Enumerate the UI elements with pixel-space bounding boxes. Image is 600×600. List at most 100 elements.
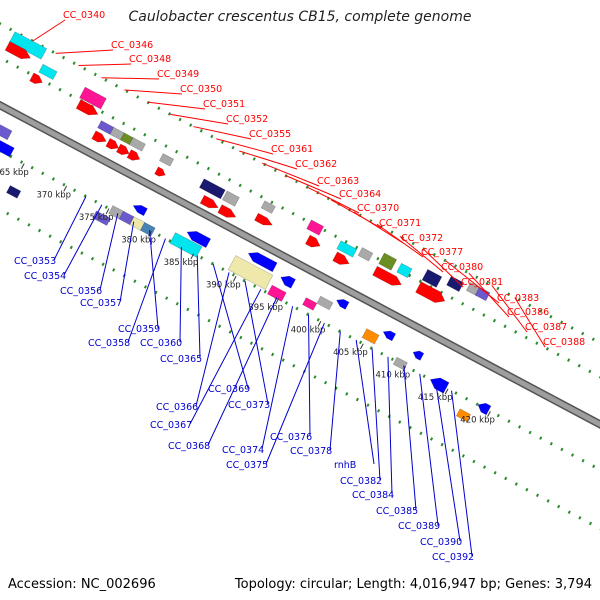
reverse-gene-label: CC_0367 xyxy=(150,420,192,431)
gene-feature xyxy=(29,72,43,84)
reverse-gene-label: CC_0392 xyxy=(432,552,474,563)
reverse-gene-label: CC_0366 xyxy=(156,402,198,413)
reverse-gene-label: CC_0390 xyxy=(420,537,462,548)
tick-label: 395 kbp xyxy=(248,303,283,313)
tick-label: 370 kbp xyxy=(36,190,71,200)
forward-leader xyxy=(422,248,464,288)
guide-line xyxy=(0,56,600,379)
reverse-leader xyxy=(244,280,269,405)
forward-leader xyxy=(491,284,528,333)
gene-feature xyxy=(199,194,219,209)
forward-gene-label: CC_0340 xyxy=(63,10,105,21)
reverse-gene-label: CC_0374 xyxy=(222,445,264,456)
gene-feature xyxy=(357,247,374,262)
forward-leader xyxy=(78,63,132,67)
tick-mark xyxy=(63,185,68,192)
gene-feature xyxy=(361,328,380,345)
reverse-leader xyxy=(387,356,393,495)
gene-feature xyxy=(392,356,408,371)
gene-feature xyxy=(0,140,15,158)
genome-title: Caulobacter crescentus CB15, complete ge… xyxy=(128,9,472,25)
forward-leader xyxy=(32,19,66,42)
forward-gene-label: CC_0361 xyxy=(271,144,313,155)
gene-feature xyxy=(154,166,166,177)
forward-gene-label: CC_0362 xyxy=(295,159,337,170)
forward-gene-label: CC_0383 xyxy=(497,293,539,304)
forward-leader xyxy=(101,77,160,80)
reverse-gene-label: CC_0365 xyxy=(160,354,202,365)
tick-mark xyxy=(487,411,491,417)
gene-feature xyxy=(260,200,276,214)
forward-gene-label: CC_0355 xyxy=(249,129,291,140)
forward-leader xyxy=(376,223,424,258)
reverse-leader xyxy=(119,221,135,303)
tick-label: 420 kbp xyxy=(460,416,495,426)
tick-label: 415 kbp xyxy=(418,393,453,403)
tick-label: 410 kbp xyxy=(376,371,411,381)
gene-feature xyxy=(116,143,130,156)
forward-leader xyxy=(239,150,298,170)
tick-mark xyxy=(317,320,322,327)
forward-gene-label: CC_0370 xyxy=(357,203,399,214)
topology-text: Topology: circular; Length: 4,016,947 bp… xyxy=(234,577,592,592)
forward-gene-label: CC_0363 xyxy=(317,176,359,187)
reverse-gene-label: CC_0358 xyxy=(88,338,130,349)
reverse-gene-label: CC_0382 xyxy=(340,476,382,487)
guide-line xyxy=(0,207,600,531)
gene-feature xyxy=(227,255,274,290)
gene-feature xyxy=(8,31,48,60)
tick-mark xyxy=(275,298,279,305)
gene-feature xyxy=(247,252,278,273)
gene-feature xyxy=(267,284,287,302)
reverse-gene-label: CC_0354 xyxy=(24,271,66,282)
forward-gene-label: CC_0381 xyxy=(461,277,503,288)
tick-label: 405 kbp xyxy=(333,348,368,358)
tick-label: 365 kbp xyxy=(0,168,29,178)
gene-feature xyxy=(38,63,58,81)
reverse-gene-label: CC_0378 xyxy=(290,446,332,457)
gene-feature xyxy=(455,408,472,422)
reverse-gene-label: CC_0375 xyxy=(226,460,268,471)
forward-leader xyxy=(514,297,546,348)
gene-feature xyxy=(378,252,398,271)
gene-feature xyxy=(336,240,358,258)
gene-feature xyxy=(198,178,226,200)
accession-text: Accession: NC_002696 xyxy=(8,577,156,592)
gene-feature xyxy=(421,268,443,288)
gene-feature xyxy=(132,205,148,217)
guide-lines xyxy=(0,22,600,531)
forward-leader xyxy=(147,101,206,110)
gene-feature xyxy=(302,297,318,311)
reverse-leader xyxy=(127,238,166,343)
reverse-leader xyxy=(329,331,341,451)
tick-label: 375 kbp xyxy=(79,213,114,223)
reverse-gene-label: CC_0384 xyxy=(352,490,394,501)
reverse-leader xyxy=(403,365,417,511)
forward-leader xyxy=(193,126,252,140)
reverse-leader xyxy=(371,348,381,481)
tick-mark xyxy=(359,343,364,350)
forward-gene-label: CC_0352 xyxy=(226,114,268,125)
tick-mark xyxy=(190,253,195,260)
reverse-leader xyxy=(196,255,201,359)
reverse-gene-label: CC_0376 xyxy=(270,432,312,443)
reverse-gene-label: CC_0373 xyxy=(228,400,270,411)
reverse-leader xyxy=(207,297,278,446)
tick-label: 380 kbp xyxy=(121,235,156,245)
gene-feature xyxy=(412,350,425,361)
forward-leader xyxy=(124,89,183,95)
forward-leader xyxy=(307,187,360,214)
forward-leader xyxy=(284,174,342,200)
gene-feature xyxy=(126,149,141,161)
forward-gene-label: CC_0388 xyxy=(543,337,585,348)
reverse-leader xyxy=(308,314,311,437)
reverse-leader xyxy=(212,263,249,389)
reverse-gene-label: CC_0369 xyxy=(208,384,250,395)
forward-leader xyxy=(262,162,320,187)
forward-leader xyxy=(55,49,114,54)
forward-gene-label: CC_0386 xyxy=(507,307,549,318)
reverse-gene-label: CC_0359 xyxy=(118,324,160,335)
gene-feature xyxy=(372,265,402,286)
gene-feature xyxy=(105,137,119,150)
